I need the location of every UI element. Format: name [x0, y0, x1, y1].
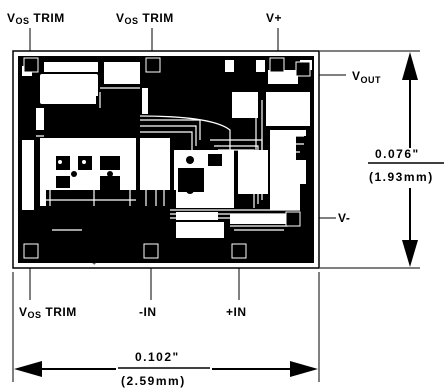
pin-label-vos-trim-top-left: VOS TRIM [7, 11, 65, 26]
width-arrow-right [290, 361, 318, 377]
pad-plus-in [231, 243, 247, 259]
width-mm: (2.59mm) [121, 374, 186, 388]
pin-label-vos-trim-bottom: VOS TRIM [19, 305, 77, 320]
pin-label-minus-in: -IN [139, 305, 157, 319]
pad-vos-trim-top-left [23, 57, 39, 73]
pin-label-v-out: VOUT [352, 69, 381, 85]
pin-label-v-plus: V+ [266, 11, 282, 25]
pad-v-out [295, 61, 311, 77]
die-mark: + [92, 261, 96, 267]
pad-vos-trim-top-center [145, 57, 161, 73]
pin-label-plus-in: +IN [226, 305, 247, 319]
height-inches: 0.076" [375, 147, 420, 161]
height-mm: (1.93mm) [369, 170, 434, 184]
pin-label-v-minus: V- [338, 211, 350, 225]
width-dimension: 0.102" (2.59mm) [12, 272, 320, 389]
width-inches: 0.102" [135, 350, 180, 364]
pad-vos-trim-bottom-left [23, 243, 39, 259]
bond-pads [23, 57, 311, 259]
height-arrow-top [402, 52, 418, 80]
die-circuitry [22, 60, 312, 260]
height-arrow-bottom [402, 240, 418, 267]
pad-v-plus [269, 57, 285, 73]
width-arrow-left [14, 361, 42, 377]
pad-minus-in [143, 243, 159, 259]
pin-label-vos-trim-top-center: VOS TRIM [116, 11, 174, 26]
height-dimension: 0.076" (1.93mm) [320, 50, 448, 269]
pad-v-minus [285, 211, 301, 227]
